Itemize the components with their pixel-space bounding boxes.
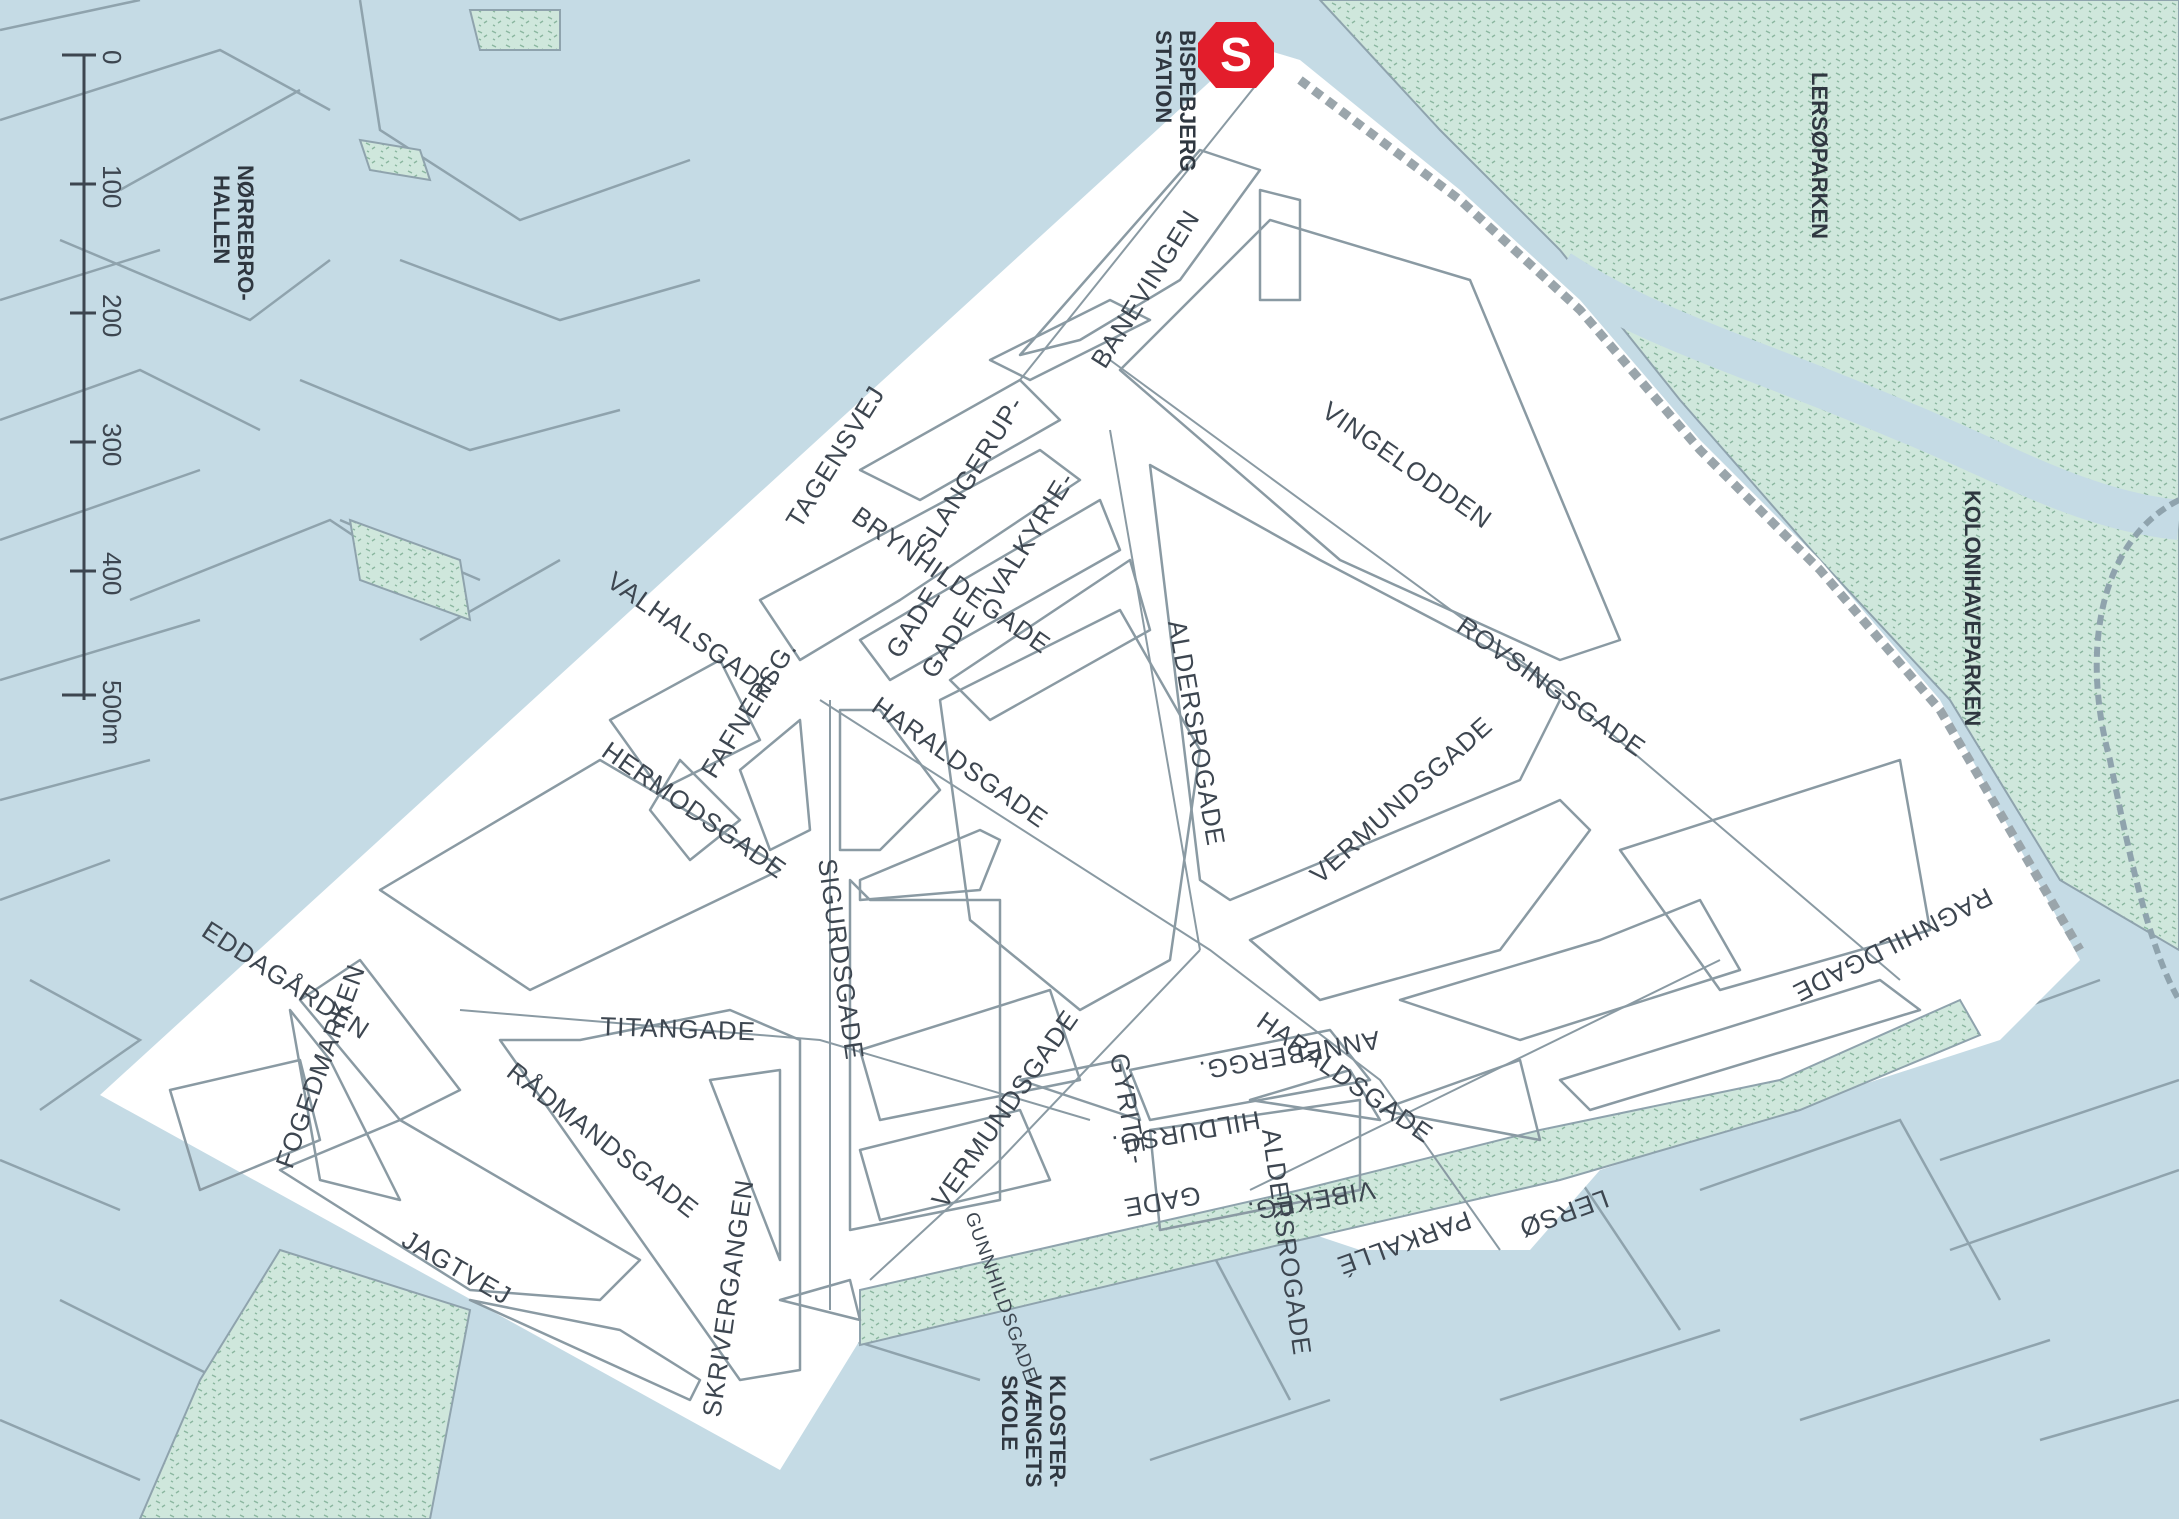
scale-tick-0: 0 [97, 50, 127, 64]
s-train-icon[interactable]: S [1198, 22, 1274, 88]
svg-text:NØRREBRO-: NØRREBRO- [233, 165, 258, 301]
surrounding-parks [138, 0, 2179, 1519]
district-area [100, 45, 2080, 1470]
scale-tick-200: 200 [97, 294, 127, 337]
place-norrebrohallen: NØRREBRO- HALLEN [209, 165, 258, 301]
railway [1297, 76, 2084, 953]
station-label-line2: STATION [1151, 30, 1176, 123]
scale-bar: 0 100 200 300 400 500m [62, 50, 127, 745]
place-kolonihaveparken: KOLONIHAVEPARKEN [1960, 490, 1985, 726]
station-label: BISPEBJERG STATION [1151, 30, 1200, 172]
scale-tick-300: 300 [97, 423, 127, 466]
rail-curve [2093, 497, 2179, 1002]
stream [1548, 253, 2179, 540]
main-roads [459, 79, 1901, 1310]
station-label-line1: BISPEBJERG [1175, 30, 1200, 172]
place-klostervaenget: KLOSTER- VÆNGETS SKOLE [997, 1375, 1070, 1487]
lerso-park-strip [859, 998, 1982, 1347]
scale-tick-500m: 500m [97, 680, 127, 745]
scale-tick-100: 100 [97, 165, 127, 208]
svg-text:HALLEN: HALLEN [209, 175, 234, 264]
scale-tick-400: 400 [97, 552, 127, 595]
station-letter: S [1220, 29, 1252, 82]
place-lersoparken: LERSØPARKEN [1807, 72, 1832, 239]
svg-text:VÆNGETS: VÆNGETS [1021, 1375, 1046, 1487]
street-titangade: TITANGADE [600, 1011, 757, 1046]
svg-text:SKOLE: SKOLE [997, 1375, 1022, 1451]
district-blocks [168, 148, 1932, 1402]
svg-text:KLOSTER-: KLOSTER- [1045, 1375, 1070, 1487]
